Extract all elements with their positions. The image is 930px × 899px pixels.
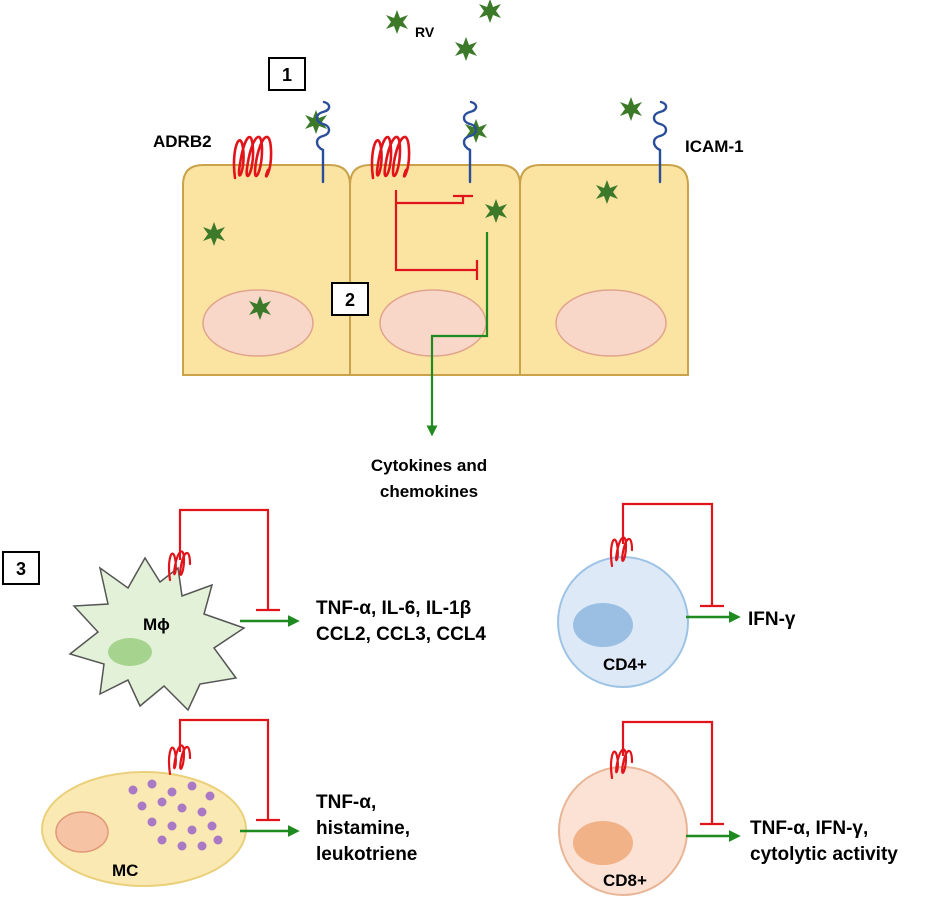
virus-icon: [455, 37, 477, 61]
cd8-cell-nucleus: [573, 821, 633, 865]
cd4-label: CD4+: [603, 655, 647, 674]
nucleus-cell-1: [202, 289, 314, 357]
receptor-icon: [232, 135, 273, 180]
macrophage-cell: Mϕ: [68, 556, 246, 712]
icam-1-receptor-1: [315, 100, 331, 184]
macrophage-output-line2: CCL2, CCL3, CCL4: [316, 624, 486, 645]
mast-cell-output-line2: histamine,: [316, 818, 410, 839]
step-1-box: 1: [268, 57, 306, 91]
icam-1-receptor-2: [462, 100, 478, 184]
step-1-number: 1: [282, 65, 292, 85]
virus-label: RV: [415, 24, 435, 40]
step-2-number: 2: [345, 290, 355, 310]
macrophage-label: Mϕ: [143, 615, 170, 634]
inhibition-pathway-epithelial: [394, 190, 479, 280]
icam-icon: [652, 100, 668, 184]
icam-icon: [315, 100, 331, 184]
cd8-t-cell: CD8+: [558, 766, 688, 896]
step-3-box: 3: [2, 551, 40, 585]
cd8-output-line1: TNF-α, IFN-γ,: [750, 818, 868, 839]
icam-icon: [462, 100, 478, 184]
step-2-box: 2: [331, 282, 369, 316]
inhibit-line-signal: [394, 203, 477, 272]
nucleus-cell-3: [555, 289, 667, 357]
cd4-inhibit-line: [621, 502, 714, 606]
mast-cell-granules: [128, 779, 223, 851]
mast-cell: MC: [41, 771, 247, 887]
macrophage-body: [68, 556, 246, 712]
mast-cell-inhibit-line: [178, 718, 270, 820]
mast-cell-output-line1: TNF-α,: [316, 792, 376, 813]
virus-icon: [479, 0, 501, 23]
virus-icon: [386, 10, 408, 34]
cytokines-label-line2: chemokines: [380, 482, 478, 501]
cd4-output: IFN-γ: [748, 609, 796, 630]
macrophage-nucleus: [108, 638, 152, 666]
mast-cell-body: [41, 771, 247, 887]
cytokine-release-arrow: [426, 232, 489, 437]
macrophage-output-line1: TNF-α, IL-6, IL-1β: [316, 598, 471, 619]
adrb2-receptor-2: [370, 135, 411, 180]
mast-cell-nucleus: [55, 811, 109, 853]
receptor-icon: [370, 135, 411, 180]
cd4-t-cell: CD4+: [557, 556, 689, 688]
macrophage-inhibit-line: [178, 508, 270, 610]
mast-cell-output-line3: leukotriene: [316, 844, 417, 865]
adrb2-label: ADRB2: [153, 132, 212, 151]
virus-icon: [305, 110, 327, 134]
step-3-number: 3: [16, 559, 26, 579]
icam-1-label: ICAM-1: [685, 137, 744, 156]
adrb2-receptor-1: [232, 135, 273, 180]
cd8-label: CD8+: [603, 871, 647, 890]
cd4-cell-nucleus: [573, 603, 633, 647]
epithelial-layer: [182, 164, 689, 376]
inhibit-line-icam: [394, 190, 465, 205]
cd8-inhibit-line: [621, 720, 714, 824]
cytokines-label-line1: Cytokines and: [371, 456, 487, 475]
mast-cell-label: MC: [112, 861, 138, 880]
icam-1-receptor-3: [652, 100, 668, 184]
cd8-output-line2: cytolytic activity: [750, 844, 898, 865]
virus-icon: [620, 97, 642, 121]
